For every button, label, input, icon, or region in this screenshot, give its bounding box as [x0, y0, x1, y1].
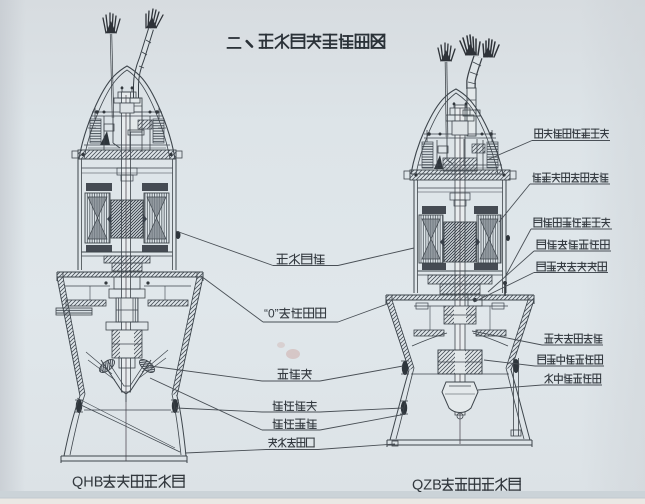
svg-text:“0”: “0” — [264, 306, 279, 320]
svg-text:QHB: QHB — [72, 475, 103, 491]
svg-text:QZB: QZB — [412, 478, 442, 494]
